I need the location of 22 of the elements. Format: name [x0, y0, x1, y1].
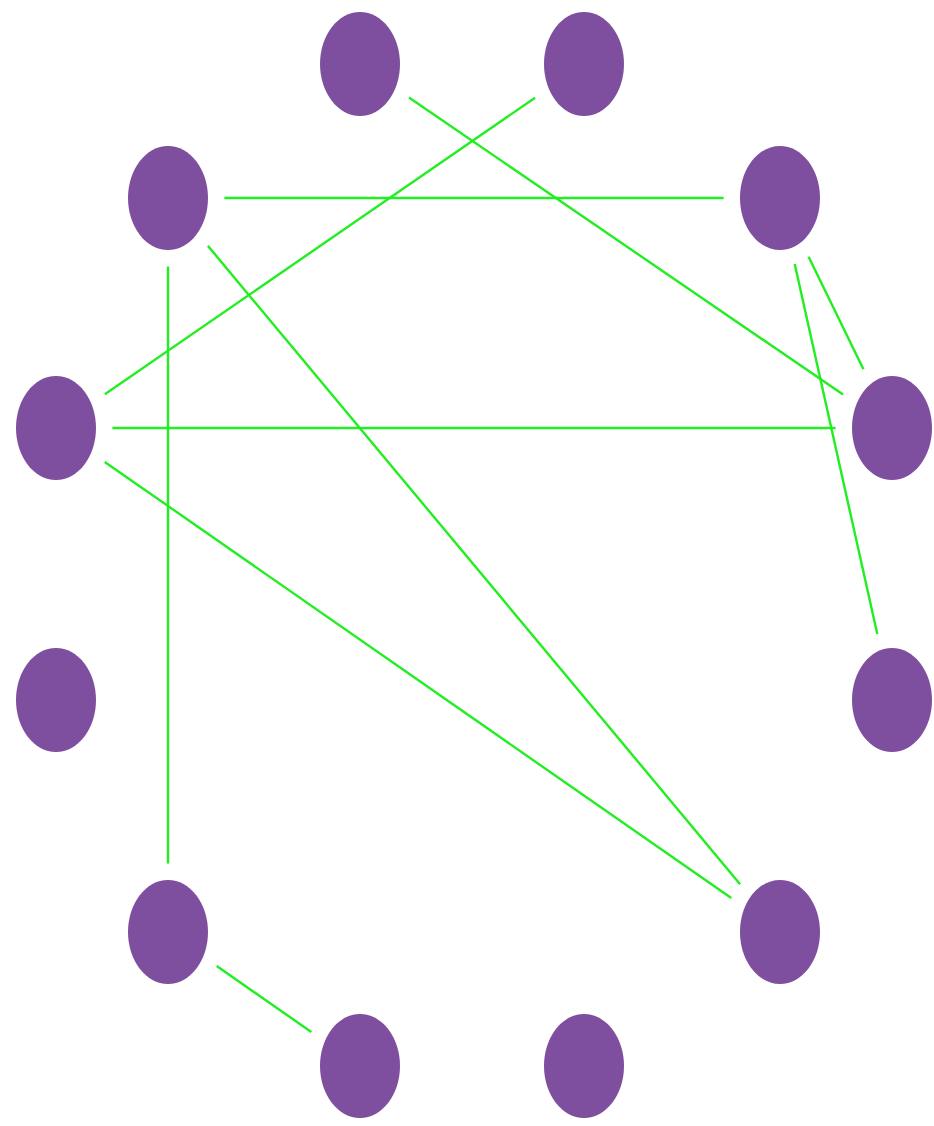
edge-line: [807, 256, 865, 370]
node-ellipse: [852, 376, 932, 480]
node-ellipse: [544, 12, 624, 116]
edge-line: [408, 96, 844, 396]
edge-line: [104, 460, 732, 900]
edge-line: [166, 266, 170, 864]
node-ellipse: [852, 648, 932, 752]
edge-line: [104, 96, 536, 396]
node-ellipse: [740, 146, 820, 250]
node-ellipse: [740, 880, 820, 984]
edge-line: [207, 245, 741, 885]
edge-line: [216, 965, 312, 1033]
edge-line: [112, 426, 836, 430]
edge-line: [793, 263, 879, 635]
node-ellipse: [320, 1014, 400, 1118]
node-ellipse: [128, 880, 208, 984]
node-ellipse: [544, 1014, 624, 1118]
node-ellipse: [16, 376, 96, 480]
node-ellipse: [320, 12, 400, 116]
node-ellipse: [128, 146, 208, 250]
node-ellipse: [16, 648, 96, 752]
edge-line: [224, 196, 724, 200]
